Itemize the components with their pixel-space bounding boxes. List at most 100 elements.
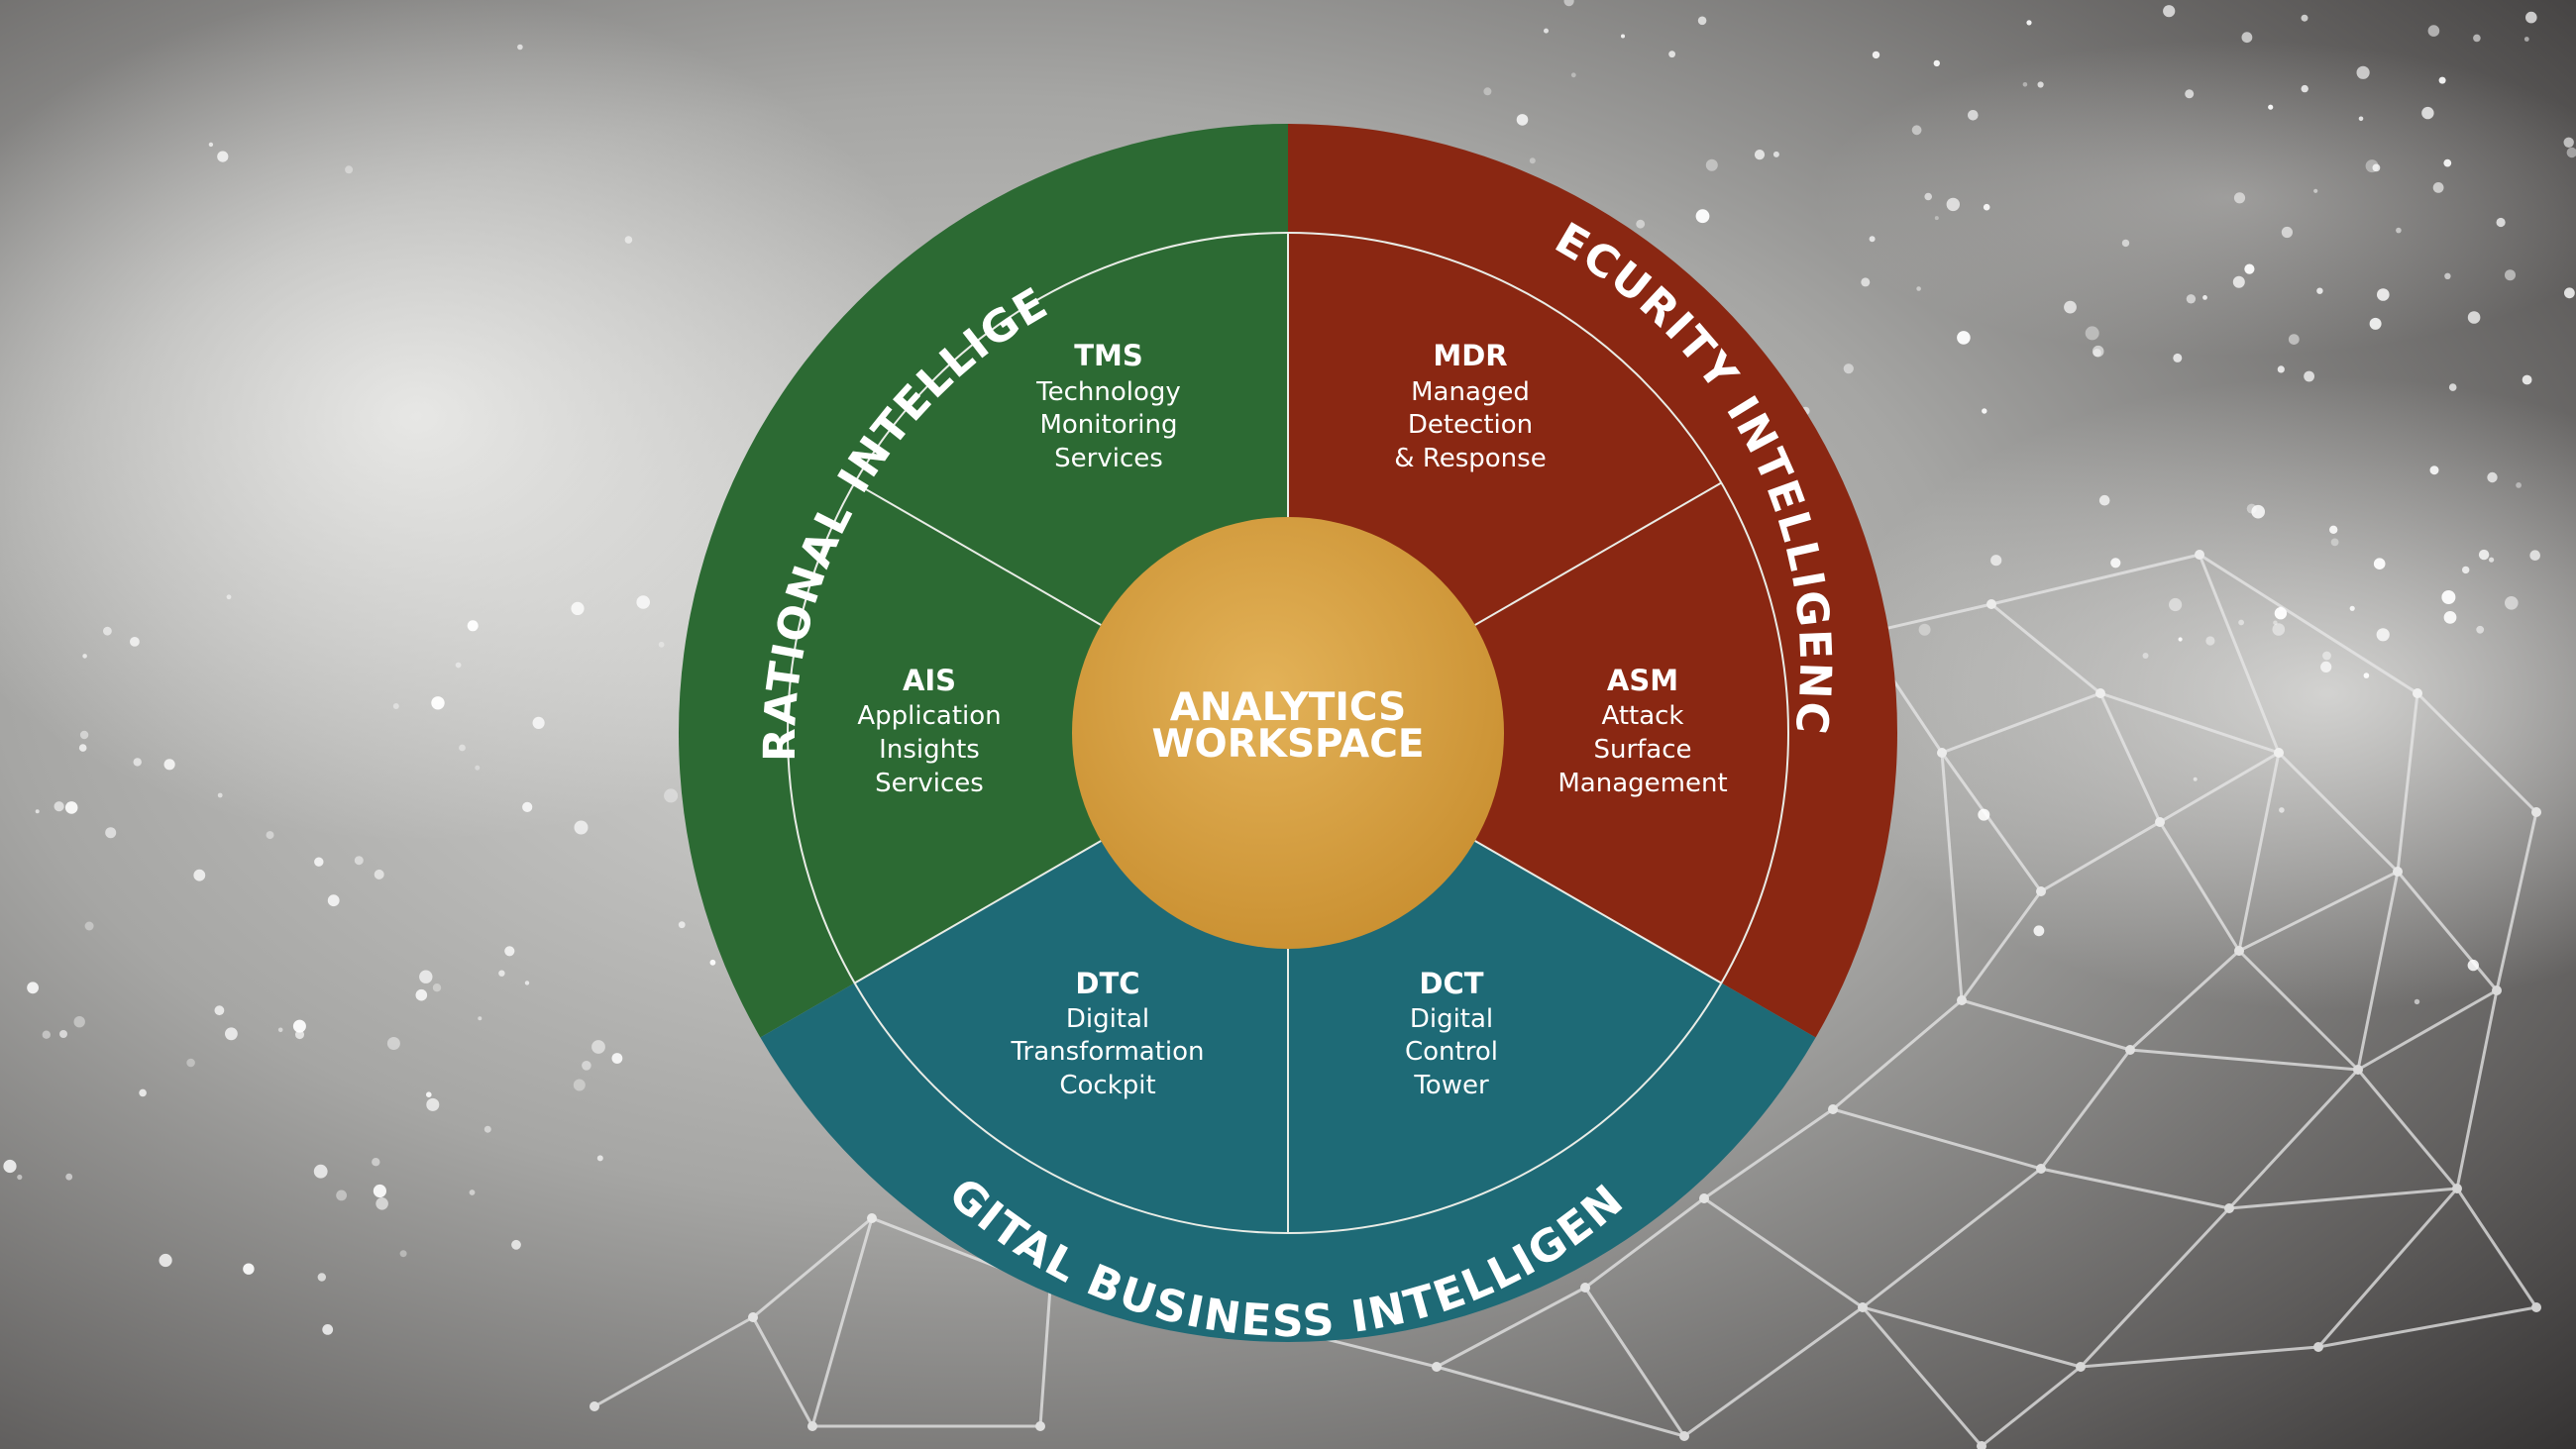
particle (65, 1173, 73, 1181)
particle (2444, 272, 2451, 279)
segment-ais[interactable]: AIS Application Insights Services (857, 664, 1001, 798)
tms-abbreviation: TMS (1074, 339, 1143, 372)
particle (54, 801, 64, 812)
particle (2489, 557, 2495, 563)
mesh-node (807, 1421, 817, 1431)
particle (193, 869, 206, 881)
dct-line-2: Control (1405, 1037, 1498, 1067)
particle (2505, 269, 2516, 281)
particle (2329, 525, 2338, 534)
particle (392, 703, 399, 709)
mesh-node (2234, 946, 2244, 956)
particle (709, 959, 716, 966)
particle (139, 1088, 147, 1097)
particle (2467, 311, 2481, 324)
particle (658, 641, 665, 648)
particle (59, 1030, 67, 1038)
particle (498, 970, 505, 977)
segment-dtc[interactable]: DTC Digital Transformation Cockpit (1010, 967, 1204, 1100)
particle (399, 1250, 407, 1258)
particle (2525, 11, 2537, 24)
mesh-link (2495, 811, 2538, 991)
particle (214, 1005, 225, 1016)
particle (426, 1091, 432, 1097)
particle (504, 946, 515, 957)
dtc-abbreviation: DTC (1075, 967, 1139, 1000)
mesh-link (1832, 998, 1963, 1111)
mesh-link (2396, 692, 2419, 873)
mesh-link (1941, 691, 2101, 755)
mesh-link (2415, 691, 2538, 814)
mesh-link (1940, 752, 1964, 1001)
particle (1621, 34, 1625, 39)
particle (1636, 219, 1646, 229)
particle (2202, 295, 2207, 300)
particle (2373, 558, 2386, 569)
segment-asm[interactable]: ASM Attack Surface Management (1557, 664, 1727, 798)
particle (386, 1037, 400, 1050)
particle (574, 820, 589, 835)
segment-tms[interactable]: TMS Technology Monitoring Services (1035, 339, 1181, 473)
particle (2142, 653, 2149, 659)
particle (2414, 998, 2420, 1005)
particle (1695, 209, 1710, 224)
segment-mdr[interactable]: MDR Managed Detection & Response (1394, 339, 1546, 473)
particle (2246, 503, 2257, 514)
particle (2443, 611, 2457, 624)
particle (373, 1184, 386, 1198)
mesh-link (1703, 1196, 1864, 1309)
particle (591, 1040, 605, 1054)
mesh-link (2277, 751, 2400, 874)
particle (2193, 776, 2198, 781)
particle (2313, 188, 2318, 193)
mesh-link (1683, 1305, 1864, 1438)
particle (571, 601, 585, 616)
particle (374, 869, 384, 880)
mdr-line-1: Managed (1411, 377, 1530, 407)
particle (2376, 628, 2390, 642)
particle (317, 1273, 326, 1282)
particle (225, 1027, 238, 1041)
particle (1990, 555, 2002, 567)
particle (2369, 317, 2382, 330)
particle (208, 142, 214, 148)
particle (186, 1058, 195, 1068)
particle (2092, 345, 2104, 358)
particle (327, 894, 340, 907)
tms-line-2: Monitoring (1039, 410, 1177, 440)
dtc-line-3: Cockpit (1059, 1071, 1155, 1100)
particle (2185, 89, 2195, 99)
particle (432, 983, 442, 992)
dtc-line-2: Transformation (1010, 1037, 1204, 1067)
particle (1933, 59, 1941, 67)
particle (345, 165, 354, 174)
mesh-node (748, 1312, 758, 1322)
particle (159, 1253, 172, 1268)
dct-line-3: Tower (1413, 1071, 1489, 1100)
particle (1754, 150, 1766, 160)
particle (2064, 300, 2077, 314)
analytics-workspace-hub[interactable] (1072, 517, 1504, 949)
particle (2279, 807, 2285, 813)
asm-line-3: Management (1557, 769, 1727, 798)
particle (469, 1190, 476, 1195)
segment-dct[interactable]: DCT Digital Control Tower (1405, 967, 1498, 1100)
dct-line-1: Digital (1410, 1004, 1493, 1034)
particle (2564, 287, 2575, 299)
mesh-link (1981, 1365, 2082, 1448)
particle (2026, 20, 2032, 26)
mesh-link (2198, 554, 2281, 754)
particle (431, 696, 445, 710)
mesh-link (2356, 871, 2400, 1071)
particle (596, 1155, 603, 1162)
particle (130, 637, 140, 647)
particle (372, 1158, 380, 1167)
ais-line-2: Insights (879, 735, 980, 765)
divider-lower-left (854, 840, 1102, 984)
background-haze-right (1813, 376, 2576, 1010)
mesh-link (2455, 1188, 2538, 1308)
particle (1918, 623, 1931, 636)
particle (624, 236, 633, 244)
